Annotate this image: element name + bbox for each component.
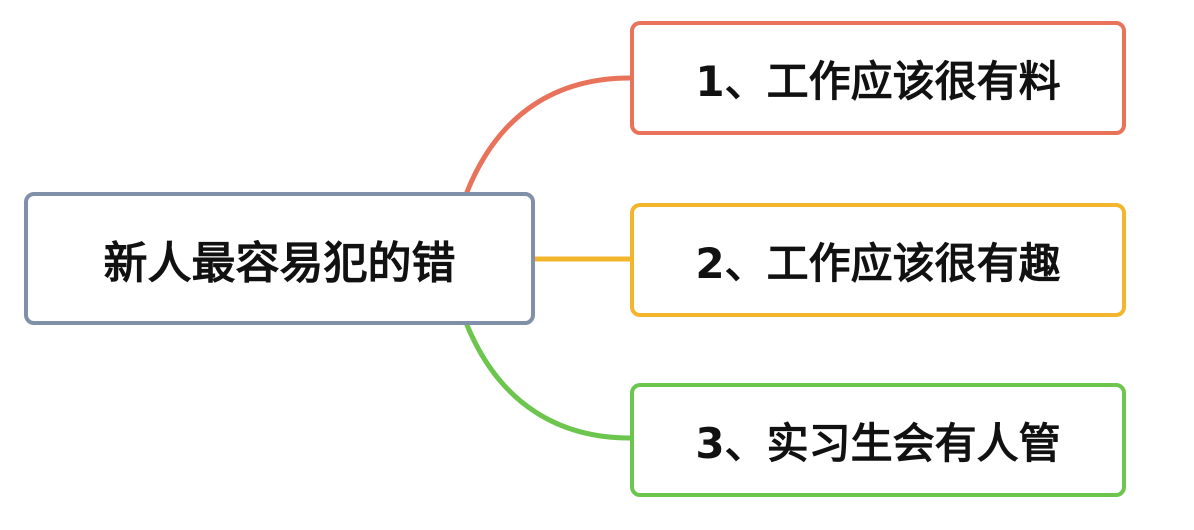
branch-label-3: 3、实习生会有人管 bbox=[695, 418, 1061, 468]
root-node: 新人最容易犯的错 bbox=[24, 192, 535, 325]
connector-branch-1 bbox=[464, 75, 633, 195]
branch-label-2: 2、工作应该很有趣 bbox=[695, 238, 1061, 288]
branch-node-3: 3、实习生会有人管 bbox=[630, 383, 1126, 497]
root-label: 新人最容易犯的错 bbox=[103, 237, 456, 289]
branch-node-1: 1、工作应该很有料 bbox=[630, 21, 1126, 135]
branch-label-1: 1、工作应该很有料 bbox=[695, 56, 1061, 106]
branch-node-2: 2、工作应该很有趣 bbox=[630, 203, 1126, 317]
connector-branch-3 bbox=[464, 322, 633, 441]
